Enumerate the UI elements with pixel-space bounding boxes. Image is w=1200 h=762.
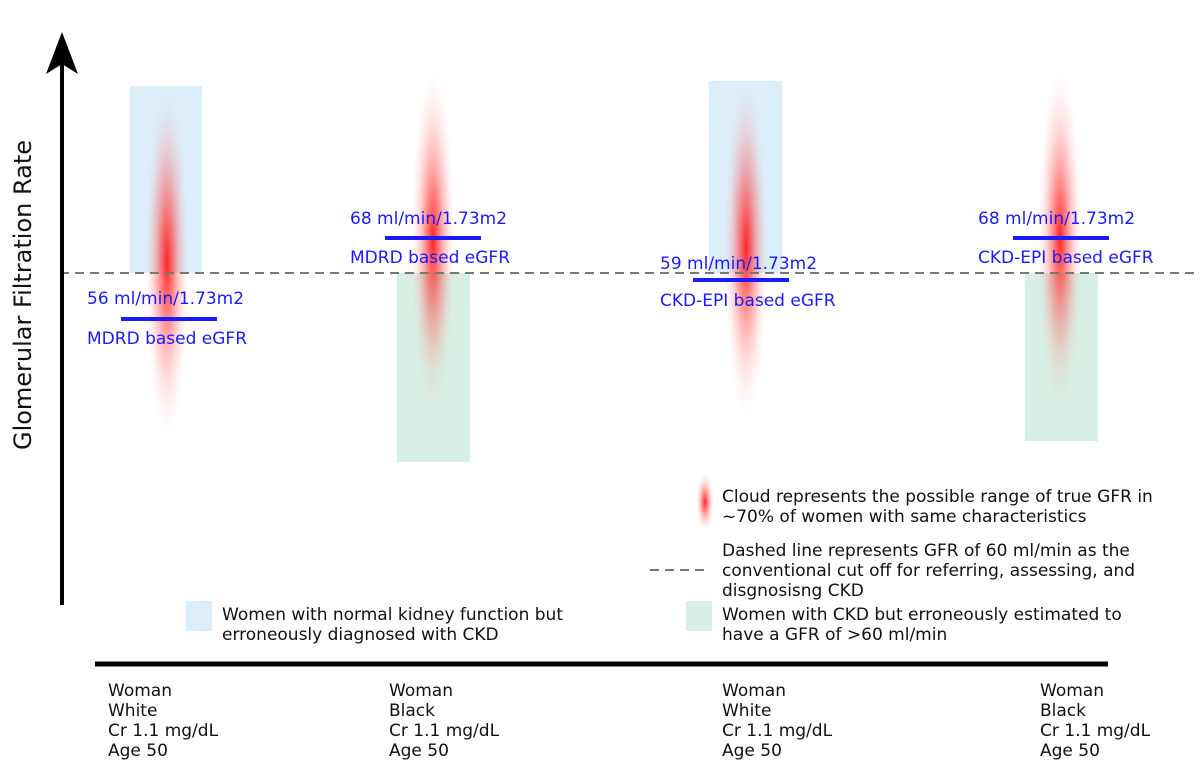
legend-ckd-box-swatch [686, 601, 712, 631]
category-line: Age 50 [108, 741, 168, 761]
gfr-cloud-col3 [724, 78, 768, 418]
category-line: Cr 1.1 mg/dL [722, 721, 833, 741]
estimate-method-col4: CKD-EPI based eGFR [978, 248, 1154, 268]
category-line: Black [389, 701, 435, 721]
legend-cloud-swatch [696, 472, 714, 532]
legend-cloud-text: Cloud represents the possible range of t… [722, 487, 1153, 527]
category-line: Woman [389, 681, 453, 701]
gfr-cloud-col1 [145, 87, 189, 437]
estimate-value-col4: 68 ml/min/1.73m2 [978, 209, 1136, 229]
category-col2: Woman Black Cr 1.1 mg/dL Age 50 [389, 681, 499, 761]
category-line: Woman [1040, 681, 1104, 701]
category-line: Woman [108, 681, 172, 701]
category-col3: Woman White Cr 1.1 mg/dL Age 50 [722, 681, 832, 761]
estimate-value-col3: 59 ml/min/1.73m2 [660, 254, 818, 274]
legend-normal-box-swatch [186, 601, 212, 631]
estimate-value-col2: 68 ml/min/1.73m2 [350, 209, 508, 229]
estimate-value-col1: 56 ml/min/1.73m2 [87, 289, 245, 309]
legend-dashed-text: Dashed line represents GFR of 60 ml/min … [722, 541, 1136, 601]
category-line: Cr 1.1 mg/dL [1040, 721, 1151, 741]
category-col1: Woman White Cr 1.1 mg/dL Age 50 [108, 681, 218, 761]
y-axis-arrowhead [46, 32, 78, 74]
category-line: Age 50 [1040, 741, 1100, 761]
category-line: White [108, 701, 158, 721]
legend-ckd-box-text: Women with CKD but erroneously estimated… [722, 605, 1122, 645]
category-line: Age 50 [722, 741, 782, 761]
estimate-method-col2: MDRD based eGFR [350, 248, 511, 268]
category-line: Cr 1.1 mg/dL [108, 721, 219, 741]
category-line: Black [1040, 701, 1086, 721]
category-line: Cr 1.1 mg/dL [389, 721, 500, 741]
estimate-method-col3: CKD-EPI based eGFR [660, 291, 836, 311]
category-line: Woman [722, 681, 786, 701]
category-col4: Woman Black Cr 1.1 mg/dL Age 50 [1040, 681, 1150, 761]
y-axis-label: Glomerular Filtration Rate [9, 139, 37, 451]
category-line: White [722, 701, 772, 721]
estimate-method-col1: MDRD based eGFR [87, 329, 248, 349]
category-line: Age 50 [389, 741, 449, 761]
legend-normal-box-text: Women with normal kidney function but er… [222, 605, 563, 645]
